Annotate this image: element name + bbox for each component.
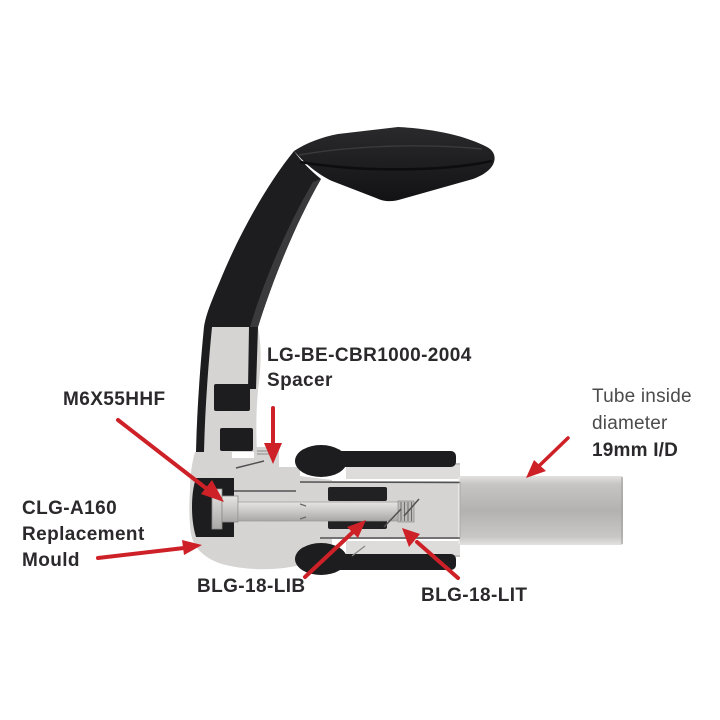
tube-diameter-label: Tube inside diameter 19mm I/D [592, 356, 692, 491]
blade-facet-line [298, 145, 483, 156]
shaft-break-mark2 [299, 516, 307, 520]
bolt [211, 488, 415, 530]
expander-slot-upper [328, 487, 387, 501]
shaft-break-mark [299, 503, 307, 507]
mould-label: CLG-A160 Replacement Mould [22, 498, 145, 571]
tube [459, 476, 623, 545]
lever-blade [294, 127, 495, 202]
bolt-shaft [237, 501, 401, 522]
spacer-label: LG-BE-CBR1000-2004 Spacer [267, 345, 472, 391]
spacer-arrow [264, 406, 282, 464]
leader-arrows [96, 406, 570, 580]
arm-cavity-lower [220, 428, 253, 451]
lit-label: BLG-18-LIT [421, 585, 528, 606]
bolt-head [221, 495, 239, 523]
tube-diameter-text: Tube inside diameter [592, 386, 692, 434]
mould-arrow [96, 540, 202, 560]
tube-arrow [526, 436, 570, 478]
lib-label: BLG-18-LIB [197, 576, 306, 597]
lib-arrow [303, 520, 366, 579]
lever-arm [204, 151, 321, 327]
blade-crease-line [299, 159, 493, 171]
lit-arrow [402, 528, 460, 580]
tube-diameter-value: 19mm I/D [592, 440, 679, 461]
bolt-arrow [116, 418, 224, 502]
end-sleeve-top [295, 445, 456, 477]
arm-inner-wall [248, 327, 258, 389]
arm-outer-wall [196, 327, 212, 452]
arm-cavity-upper [214, 384, 250, 411]
section-detail-lines [234, 460, 461, 539]
wall-hatch-mark [351, 545, 366, 557]
bolt-label: M6X55HHF [63, 389, 166, 410]
arm-channel-stripe [250, 179, 321, 327]
